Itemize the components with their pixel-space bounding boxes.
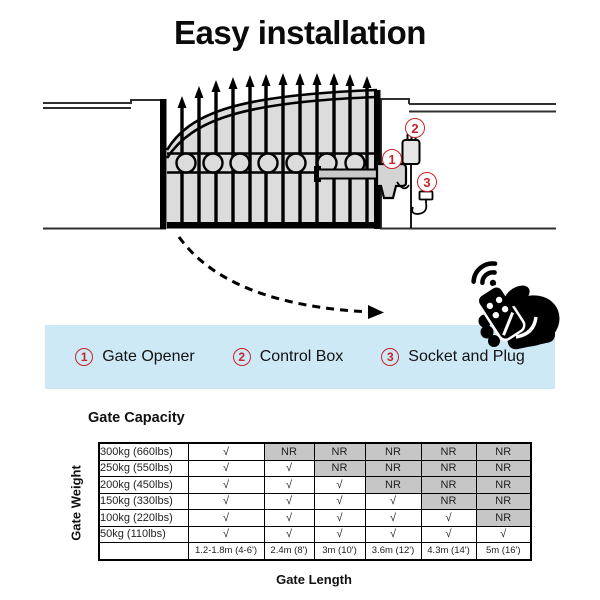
wifi-signal-icon [471, 261, 498, 287]
table-row: 150kg (330lbs) √ √ √ √ NR NR [98, 492, 532, 510]
capacity-cell: NR [420, 492, 477, 510]
length-header: 3.6m (12') [364, 542, 422, 560]
page-title: Easy installation [174, 14, 426, 51]
legend-badge-1: 1 [75, 348, 94, 366]
gate-icon [160, 73, 381, 229]
capacity-cell: NR [364, 442, 422, 461]
capacity-cell: √ [313, 492, 366, 510]
capacity-cell: √ [263, 476, 315, 494]
capacity-cell: √ [187, 525, 265, 543]
capacity-cell: √ [187, 459, 265, 477]
spacer-cell [98, 542, 189, 560]
table-row: 50kg (110lbs) √ √ √ √ √ √ [98, 525, 532, 543]
swing-arrow-icon [177, 236, 384, 319]
capacity-cell: NR [475, 509, 532, 527]
ring-band-icon [167, 152, 377, 174]
callout-1-gate-opener: 1 [382, 149, 402, 169]
capacity-cell: NR [420, 476, 477, 494]
left-wall-icon [43, 99, 166, 230]
capacity-cell: √ [475, 525, 532, 543]
legend-banner: 1 Gate Opener 2 Control Box 3 Socket and… [45, 325, 555, 389]
row-label: 50kg (110lbs) [98, 525, 189, 543]
table-row: 200kg (450lbs) √ √ √ NR NR NR [98, 476, 532, 494]
right-wall-icon [380, 98, 556, 230]
capacity-heading: Gate Capacity [88, 410, 185, 426]
table-row: 100kg (220lbs) √ √ √ √ √ NR [98, 509, 532, 527]
capacity-cell: √ [364, 525, 422, 543]
capacity-cell: √ [313, 525, 366, 543]
capacity-cell: √ [263, 459, 315, 477]
callout-2-control-box: 2 [405, 118, 425, 138]
capacity-cell: NR [364, 476, 422, 494]
gate-capacity-table: 300kg (660lbs) √ NR NR NR NR NR 250kg (5… [98, 442, 532, 561]
capacity-cell: NR [364, 459, 422, 477]
capacity-cell: √ [187, 442, 265, 461]
legend-badge-2: 2 [232, 348, 251, 366]
capacity-cell: NR [475, 442, 532, 461]
table-row: 250kg (550lbs) √ √ NR NR NR NR [98, 459, 532, 477]
legend-label: Gate Opener [102, 348, 195, 365]
row-label: 200kg (450lbs) [98, 476, 189, 494]
capacity-cell: √ [313, 476, 366, 494]
capacity-cell: NR [475, 459, 532, 477]
capacity-cell: √ [263, 525, 315, 543]
callout-3-socket-plug: 3 [417, 172, 437, 192]
length-header-row: 1.2-1.8m (4-6') 2.4m (8') 3m (10') 3.6m … [98, 542, 532, 560]
capacity-cell: √ [364, 492, 422, 510]
spear-finials-icon [177, 73, 372, 108]
capacity-cell: NR [420, 459, 477, 477]
legend-label: Control Box [259, 348, 344, 365]
row-label: 300kg (660lbs) [98, 442, 189, 461]
capacity-cell: √ [313, 509, 366, 527]
row-label: 250kg (550lbs) [98, 459, 189, 477]
length-header: 1.2-1.8m (4-6') [187, 542, 265, 560]
legend-item-control-box: 2 Control Box [232, 348, 344, 366]
legend-badge-3: 3 [381, 348, 400, 366]
legend-item-socket-plug: 3 Socket and Plug [381, 348, 525, 366]
socket-plug-icon [411, 190, 434, 215]
length-header: 5m (16') [475, 542, 532, 560]
capacity-cell: √ [187, 492, 265, 510]
capacity-cell: √ [420, 509, 477, 527]
row-label: 150kg (330lbs) [98, 492, 189, 510]
capacity-cell: NR [313, 459, 366, 477]
legend-item-gate-opener: 1 Gate Opener [75, 348, 195, 366]
table-row: 300kg (660lbs) √ NR NR NR NR NR [98, 442, 532, 461]
capacity-cell: NR [313, 442, 366, 461]
row-label: 100kg (220lbs) [98, 509, 189, 527]
length-header: 3m (10') [313, 542, 366, 560]
capacity-cell: √ [263, 492, 315, 510]
capacity-cell: NR [420, 442, 477, 461]
capacity-cell: √ [187, 476, 265, 494]
gate-opener-icon [314, 162, 410, 200]
capacity-cell: NR [475, 476, 532, 494]
capacity-cell: NR [475, 492, 532, 510]
capacity-cell: √ [364, 509, 422, 527]
capacity-cell: √ [263, 509, 315, 527]
capacity-cell: NR [263, 442, 315, 461]
length-header: 4.3m (14') [420, 542, 477, 560]
gate-length-axis-label: Gate Length [276, 572, 352, 587]
capacity-cell: √ [420, 525, 477, 543]
gate-weight-axis-label: Gate Weight [68, 465, 84, 541]
length-header: 2.4m (8') [263, 542, 315, 560]
legend-label: Socket and Plug [408, 348, 525, 365]
capacity-cell: √ [187, 509, 265, 527]
